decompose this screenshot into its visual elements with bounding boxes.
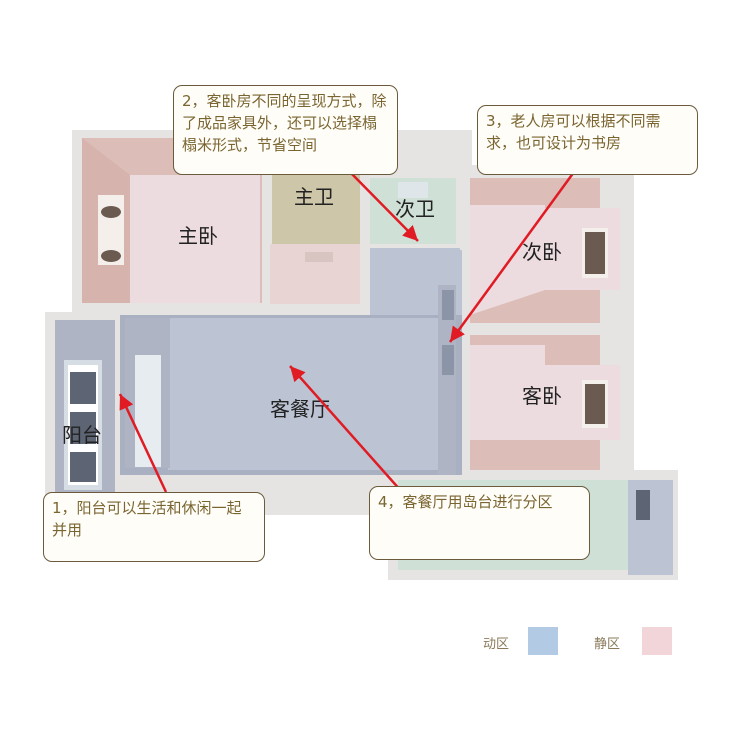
legend-label-static: 静区 <box>594 637 621 652</box>
room-label-guest-bedroom: 客卧 <box>522 384 562 408</box>
callout-3: 3，老人房可以根据不同需求，也可设计为书房 <box>477 105 698 175</box>
arrow-4 <box>289 365 403 493</box>
arrow-3 <box>448 171 576 343</box>
living-dining-area <box>120 250 462 475</box>
legend-swatch-static <box>642 627 672 655</box>
room-label-second-bath: 次卫 <box>395 197 435 221</box>
room-label-master-bath: 主卫 <box>294 185 334 209</box>
master-bedroom-area <box>82 138 262 303</box>
legend-swatch-dynamic <box>528 627 558 655</box>
balcony-area <box>55 320 115 510</box>
callout-4: 4，客餐厅用岛台进行分区 <box>369 486 590 560</box>
callout-2: 2，客卧房不同的呈现方式，除了成品家具外，还可以选择榻榻米形式，节省空间 <box>173 85 398 175</box>
arrow-2 <box>347 169 419 242</box>
legend-label-dynamic: 动区 <box>483 637 510 652</box>
callout-1: 1，阳台可以生活和休闲一起并用 <box>43 492 265 562</box>
guest-bedroom-area <box>470 335 620 470</box>
arrow-1 <box>118 393 168 493</box>
room-label-balcony: 阳台 <box>62 423 102 447</box>
room-label-master-bedroom: 主卧 <box>178 224 218 248</box>
second-bedroom-area <box>470 178 620 323</box>
master-bath-area <box>270 172 360 304</box>
room-label-second-bedroom: 次卧 <box>522 240 562 264</box>
annotation-arrows <box>118 169 576 493</box>
